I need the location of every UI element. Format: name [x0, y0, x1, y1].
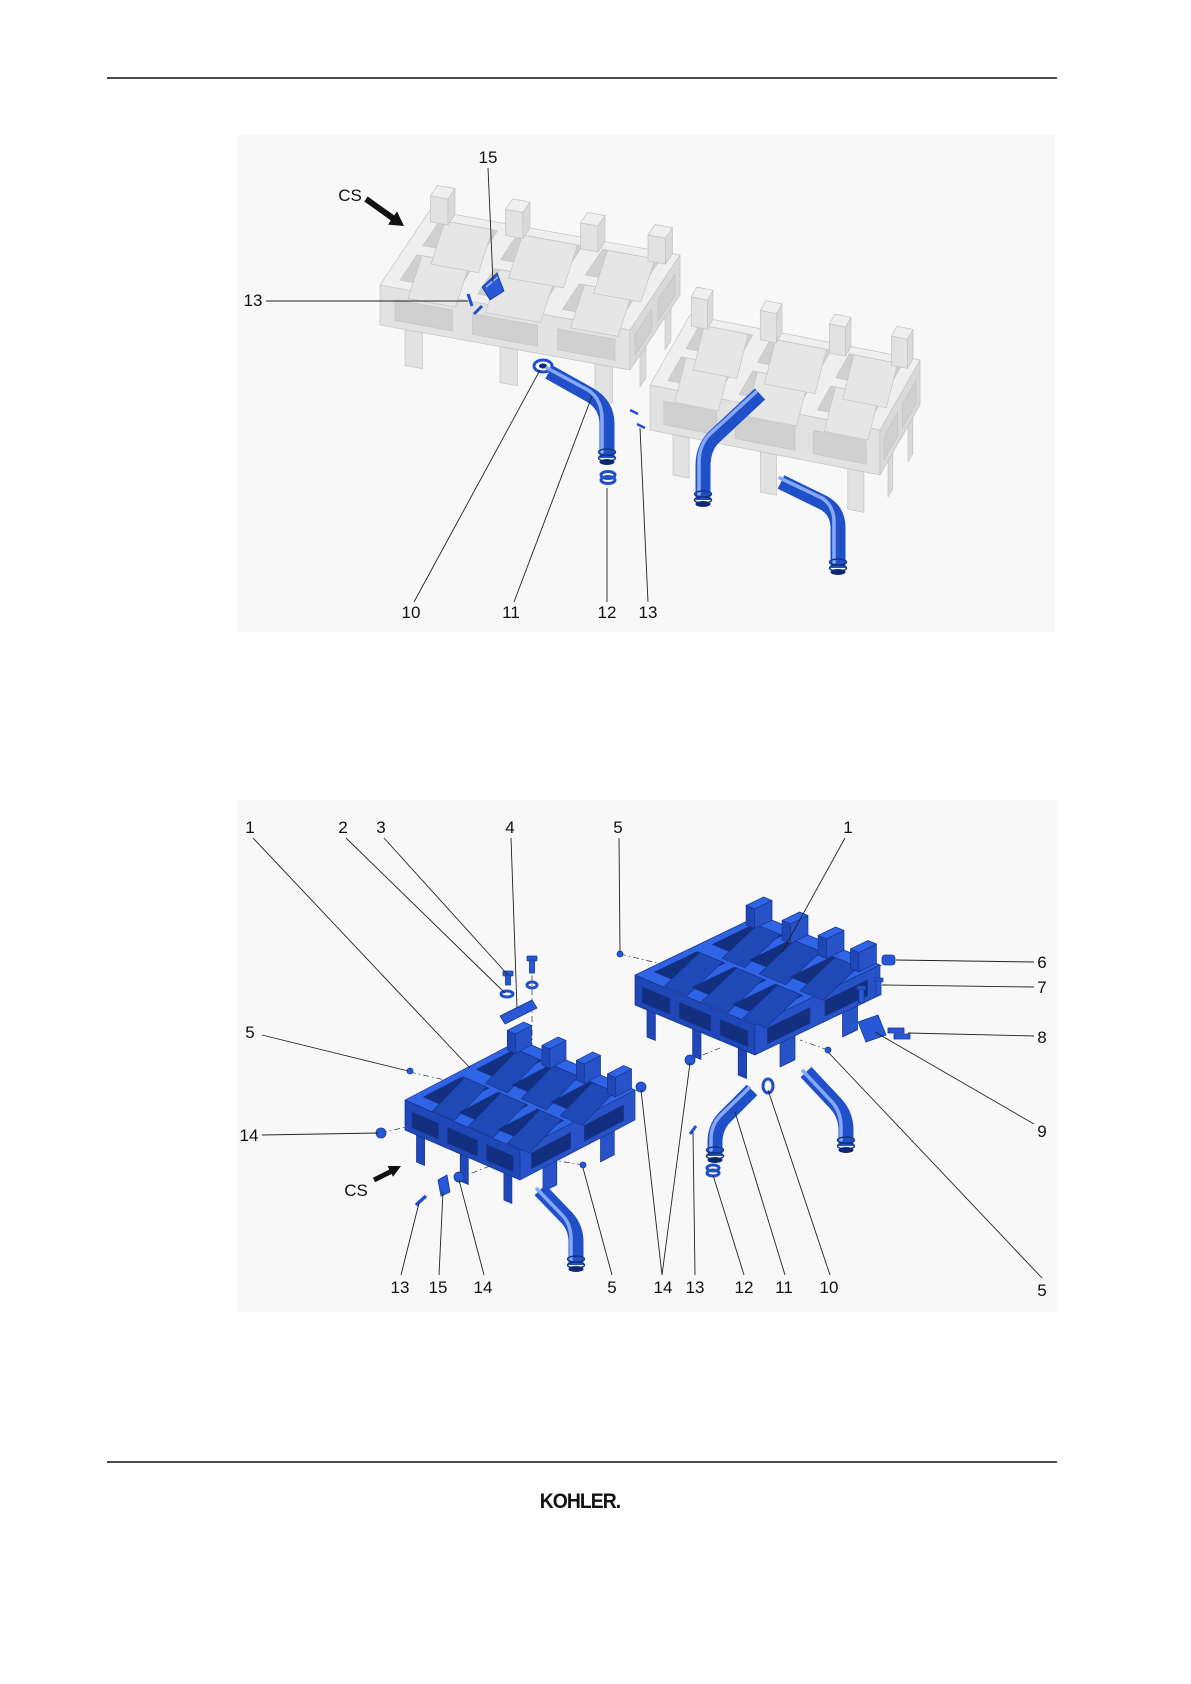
frame-lug — [542, 1045, 550, 1068]
callout-label: 13 — [391, 1278, 410, 1297]
callout-label: 2 — [338, 818, 347, 837]
pipe-end — [569, 1266, 584, 1272]
bolt-shank — [888, 1028, 904, 1033]
callout-label: 9 — [1037, 1122, 1046, 1141]
figure-top: 15 CS 13 10 11 12 13 — [237, 135, 1055, 632]
kohler-logo: KOHLER. — [525, 1490, 635, 1514]
frame-boss — [405, 330, 423, 369]
callout-label: 5 — [607, 1278, 616, 1297]
callout-label: 12 — [598, 603, 617, 622]
bolt-shank — [506, 975, 511, 985]
callout-label: 10 — [402, 603, 421, 622]
callout-label: 1 — [843, 818, 852, 837]
frame-lug — [648, 235, 666, 264]
bolt-shank — [530, 960, 535, 973]
part-5-plug — [580, 1162, 586, 1168]
frame-lug — [431, 196, 449, 225]
callout-label: CS — [338, 186, 362, 205]
frame-lug — [891, 336, 907, 368]
frame-lug — [760, 310, 776, 342]
frame-boss — [504, 1173, 512, 1204]
pipe-end — [600, 459, 615, 465]
frame-boss — [693, 1029, 701, 1060]
frame-boss — [760, 452, 776, 496]
frame-lug — [691, 297, 707, 329]
callout-label: 15 — [479, 148, 498, 167]
callout-label: 11 — [775, 1278, 793, 1297]
callout-label: 12 — [735, 1278, 754, 1297]
pipe-end — [831, 569, 846, 575]
callout-label: 15 — [429, 1278, 448, 1297]
callout-label: 14 — [654, 1278, 673, 1297]
frame-boss — [738, 1048, 746, 1079]
frame-boss — [500, 347, 518, 386]
callout-label: 13 — [244, 291, 263, 310]
bolt-shank — [876, 981, 881, 995]
callout-label: 5 — [1037, 1281, 1046, 1300]
frame-lug — [818, 935, 826, 958]
callout-label: 10 — [820, 1278, 839, 1297]
frame-boss — [647, 1010, 655, 1041]
frame-lug — [607, 1074, 615, 1097]
frame-lug — [782, 920, 790, 943]
frame-lug — [746, 905, 754, 928]
callout-label: 14 — [474, 1278, 493, 1297]
frame-opening-floor — [765, 340, 827, 394]
figure-bottom-background — [237, 800, 1057, 1312]
frame-lug — [506, 209, 524, 238]
callout-label: 3 — [376, 818, 385, 837]
callout-label: 13 — [686, 1278, 705, 1297]
bolt-shank — [894, 1034, 910, 1039]
callout-label: 1 — [245, 818, 254, 837]
figure-bottom: 1 2 3 4 5 1 6 7 8 5 14 9 CS 13 15 14 5 1… — [237, 800, 1057, 1312]
callout-label: 8 — [1037, 1028, 1046, 1047]
frame-lug — [829, 324, 845, 356]
frame-boss — [848, 469, 864, 513]
callout-label: 4 — [505, 818, 514, 837]
callout-label: 11 — [502, 603, 520, 622]
frame-lug — [576, 1060, 584, 1083]
frame-lug — [851, 949, 859, 972]
pipe-end — [839, 1147, 854, 1153]
frame-boss — [673, 435, 689, 479]
callout-label: 5 — [613, 818, 622, 837]
frame-boss — [417, 1135, 425, 1166]
pipe-end — [708, 1157, 723, 1163]
callout-label: CS — [344, 1181, 368, 1200]
part-6-plug — [882, 955, 895, 965]
callout-label: 13 — [639, 603, 658, 622]
callout-label: 14 — [240, 1126, 259, 1145]
frame-lug — [581, 223, 599, 252]
callout-label: 7 — [1037, 978, 1046, 997]
callout-label: 5 — [245, 1023, 254, 1042]
bolt-shank — [859, 989, 864, 1003]
frame-lug — [507, 1030, 515, 1053]
pipe-end — [696, 501, 711, 507]
callout-label: 6 — [1037, 953, 1046, 972]
